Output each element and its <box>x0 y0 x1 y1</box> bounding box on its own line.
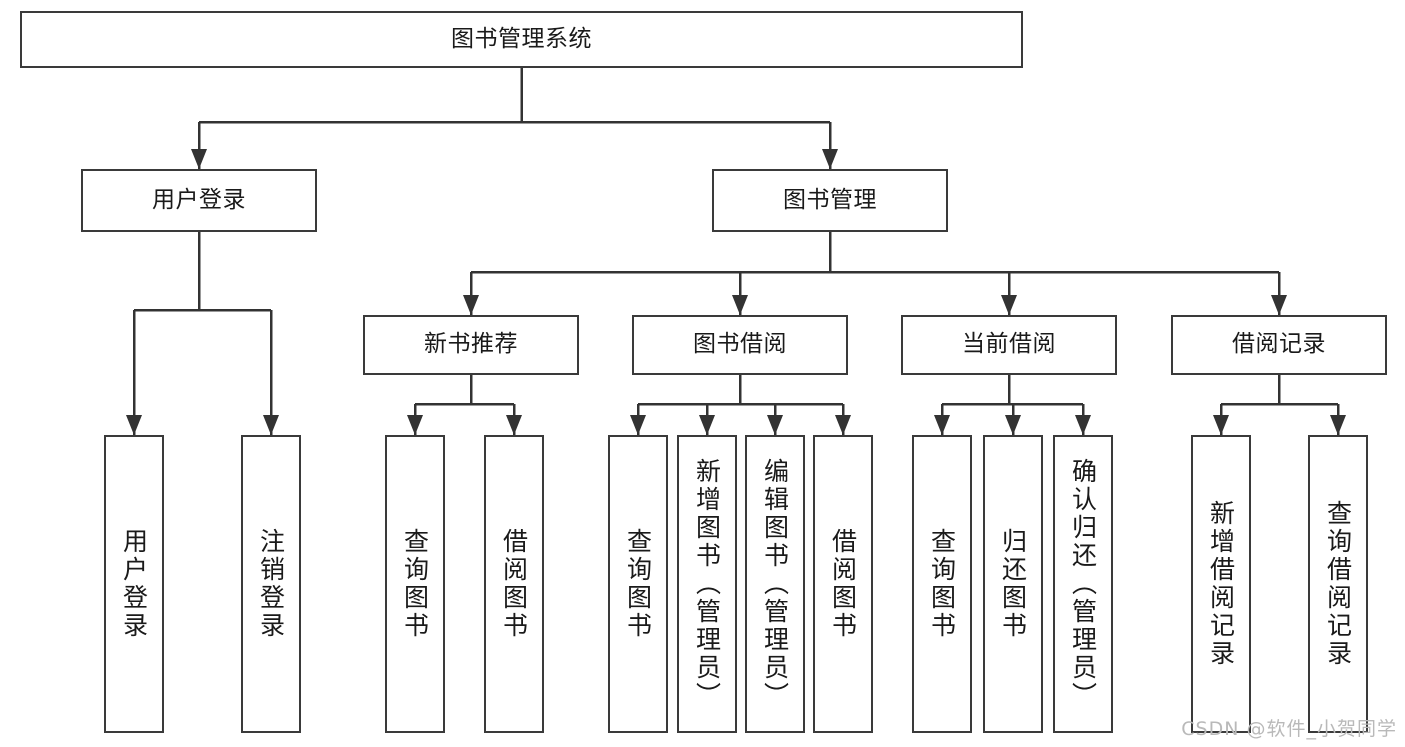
node-label: 注销登录 <box>256 528 286 640</box>
node-label: 借阅记录 <box>1232 331 1326 358</box>
arrowhead <box>1213 415 1229 435</box>
node-label: 用户登录 <box>119 528 149 640</box>
node-current: 当前借阅 <box>901 315 1117 375</box>
node-l10: 归还图书 <box>983 435 1043 733</box>
node-label: 用户登录 <box>152 186 246 213</box>
node-label: 确认归还（管理员） <box>1068 458 1098 710</box>
arrowhead <box>934 415 950 435</box>
node-l12: 新增借阅记录 <box>1191 435 1251 733</box>
node-label: 编辑图书（管理员） <box>760 458 790 710</box>
arrowhead <box>630 415 646 435</box>
node-label: 查询图书 <box>927 528 957 640</box>
node-label: 查询图书 <box>400 528 430 640</box>
node-label: 图书管理系统 <box>451 25 592 52</box>
arrowhead <box>767 415 783 435</box>
node-l9: 查询图书 <box>912 435 972 733</box>
arrowhead <box>732 295 748 315</box>
node-label: 借阅图书 <box>828 528 858 640</box>
node-label: 图书借阅 <box>693 331 787 358</box>
node-label: 归还图书 <box>998 528 1028 640</box>
node-label: 新增借阅记录 <box>1206 500 1236 668</box>
arrowhead <box>835 415 851 435</box>
node-l4: 借阅图书 <box>484 435 544 733</box>
arrowhead <box>822 149 838 169</box>
arrowhead <box>191 149 207 169</box>
arrowhead <box>126 415 142 435</box>
node-label: 新增图书（管理员） <box>692 458 722 710</box>
node-l3: 查询图书 <box>385 435 445 733</box>
arrowhead <box>1005 415 1021 435</box>
node-login: 用户登录 <box>81 169 317 232</box>
arrowhead <box>699 415 715 435</box>
arrowhead <box>463 295 479 315</box>
node-records: 借阅记录 <box>1171 315 1387 375</box>
node-bookmgmt: 图书管理 <box>712 169 948 232</box>
node-label: 借阅图书 <box>499 528 529 640</box>
node-root: 图书管理系统 <box>20 11 1023 68</box>
node-l2: 注销登录 <box>241 435 301 733</box>
node-newbooks: 新书推荐 <box>363 315 579 375</box>
watermark-text: CSDN @软件_小贺同学 <box>1181 718 1397 740</box>
node-label: 查询图书 <box>623 528 653 640</box>
arrowhead <box>1001 295 1017 315</box>
arrowhead <box>407 415 423 435</box>
node-label: 当前借阅 <box>962 331 1056 358</box>
node-label: 新书推荐 <box>424 331 518 358</box>
arrowhead <box>1271 295 1287 315</box>
arrowhead <box>1075 415 1091 435</box>
node-l1: 用户登录 <box>104 435 164 733</box>
node-l13: 查询借阅记录 <box>1308 435 1368 733</box>
node-l8: 借阅图书 <box>813 435 873 733</box>
arrowhead <box>263 415 279 435</box>
node-l6: 新增图书（管理员） <box>677 435 737 733</box>
node-l5: 查询图书 <box>608 435 668 733</box>
node-borrow: 图书借阅 <box>632 315 848 375</box>
arrowhead <box>1330 415 1346 435</box>
node-label: 查询借阅记录 <box>1323 500 1353 668</box>
node-l11: 确认归还（管理员） <box>1053 435 1113 733</box>
node-label: 图书管理 <box>783 186 877 213</box>
arrowhead <box>506 415 522 435</box>
node-l7: 编辑图书（管理员） <box>745 435 805 733</box>
